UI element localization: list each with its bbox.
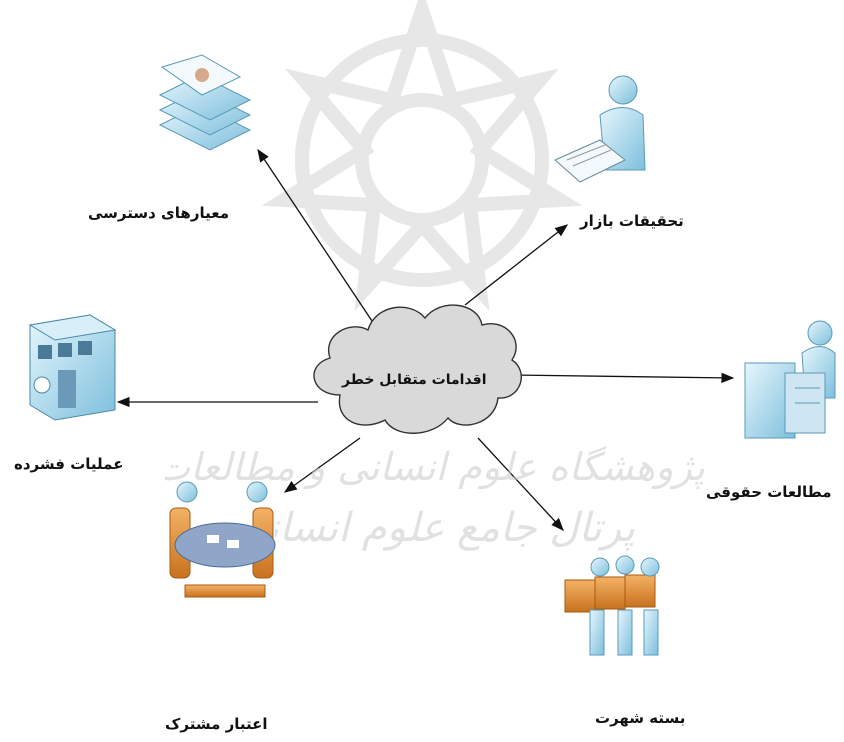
label-reputation-package: بسته شهرت bbox=[595, 709, 686, 727]
meeting-table-icon bbox=[169, 481, 276, 598]
arrows bbox=[116, 148, 735, 531]
watermark-line-2: پرتال جامع علوم انسانی bbox=[275, 505, 635, 551]
arrow-to-market-research bbox=[464, 224, 569, 306]
arrow-to-access-criteria bbox=[257, 148, 379, 331]
building-icon bbox=[28, 314, 117, 421]
label-market-research: تحقیقات بازار bbox=[580, 212, 684, 230]
center-cloud bbox=[313, 304, 522, 434]
arrow-to-legal-studies bbox=[511, 372, 735, 384]
label-shared-credit: اعتبار مشترک bbox=[165, 715, 268, 733]
watermark-line-1: پژوهشگاه علوم انسانی و مطالعات فرهنگی bbox=[165, 445, 705, 489]
center-label: اقدامات متقابل خطر bbox=[342, 372, 487, 388]
people-with-boxes-icon bbox=[564, 555, 660, 656]
arrow-to-shared-credit bbox=[283, 437, 361, 493]
person-at-desk-icon bbox=[554, 75, 646, 183]
arrow-to-reputation-package bbox=[477, 437, 564, 531]
person-at-workstation-icon bbox=[744, 320, 836, 439]
label-legal-studies: مطالعات حقوقی bbox=[706, 483, 832, 501]
document-stack-icon bbox=[158, 54, 252, 151]
label-access-criteria: معیارهای دسترسی bbox=[88, 204, 229, 222]
watermark-rosette-icon bbox=[261, 0, 583, 312]
label-compressed-operations: عملیات فشرده bbox=[14, 455, 124, 473]
